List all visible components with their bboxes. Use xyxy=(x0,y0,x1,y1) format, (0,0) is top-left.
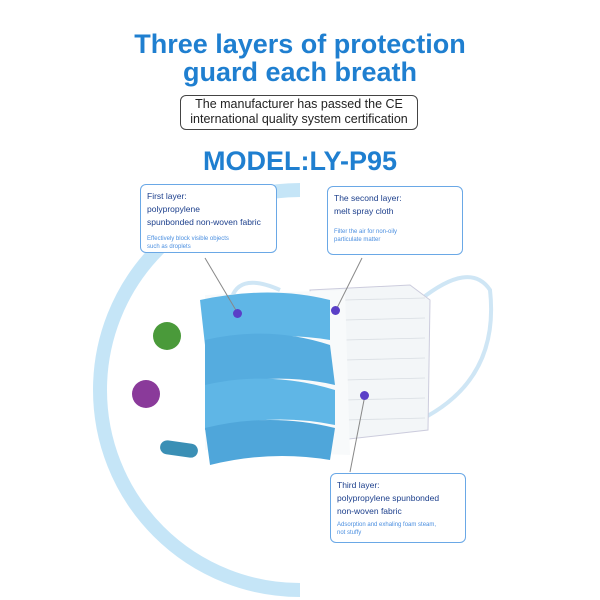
callout-text: melt spray cloth xyxy=(334,206,394,216)
second-layer-callout: The second layer: melt spray cloth Filte… xyxy=(327,186,463,255)
cert-line: The manufacturer has passed the CE xyxy=(195,97,403,111)
layer1-marker xyxy=(233,309,242,318)
callout-note: Adsorption and exhaling foam steam, not s… xyxy=(337,521,459,537)
note-line: not stuffy xyxy=(337,530,362,536)
callout-note: Effectively block visible objects such as… xyxy=(147,235,270,251)
headline-line: guard each breath xyxy=(182,57,418,87)
virus-green xyxy=(153,322,181,350)
callout-heading: The second layer: xyxy=(334,193,402,203)
virus-purple xyxy=(132,380,160,408)
note-line: Adsorption and exhaling foam steam, xyxy=(337,522,437,528)
third-layer-callout: Third layer: polypropylene spunbonded no… xyxy=(330,473,466,543)
callout-heading: Third layer: xyxy=(337,480,380,490)
layer3-marker xyxy=(360,391,369,400)
callout-text: non-woven fabric xyxy=(337,506,402,516)
note-line: Filter the air for non-oily xyxy=(334,229,398,235)
layer2-marker xyxy=(331,306,340,315)
first-layer-callout: First layer: polypropylene spunbonded no… xyxy=(140,184,277,253)
callout-text: polypropylene spunbonded xyxy=(337,493,440,503)
cert-line: international quality system certificati… xyxy=(190,112,408,126)
blue-pleat xyxy=(200,292,330,345)
callout-note: Filter the air for non-oily particulate m… xyxy=(334,228,456,244)
ear-loop xyxy=(418,275,494,422)
note-line: Effectively block visible objects xyxy=(147,236,229,242)
model-label: MODEL:LY-P95 xyxy=(202,146,398,176)
headline-line: Three layers of protection xyxy=(134,29,466,59)
callout-text: spunbonded non-woven fabric xyxy=(147,217,261,227)
note-line: particulate matter xyxy=(334,237,381,243)
note-line: such as droplets xyxy=(147,244,191,250)
bacteria xyxy=(160,440,198,458)
callout-heading: First layer: xyxy=(147,191,187,201)
callout-text: polypropylene xyxy=(147,204,200,214)
